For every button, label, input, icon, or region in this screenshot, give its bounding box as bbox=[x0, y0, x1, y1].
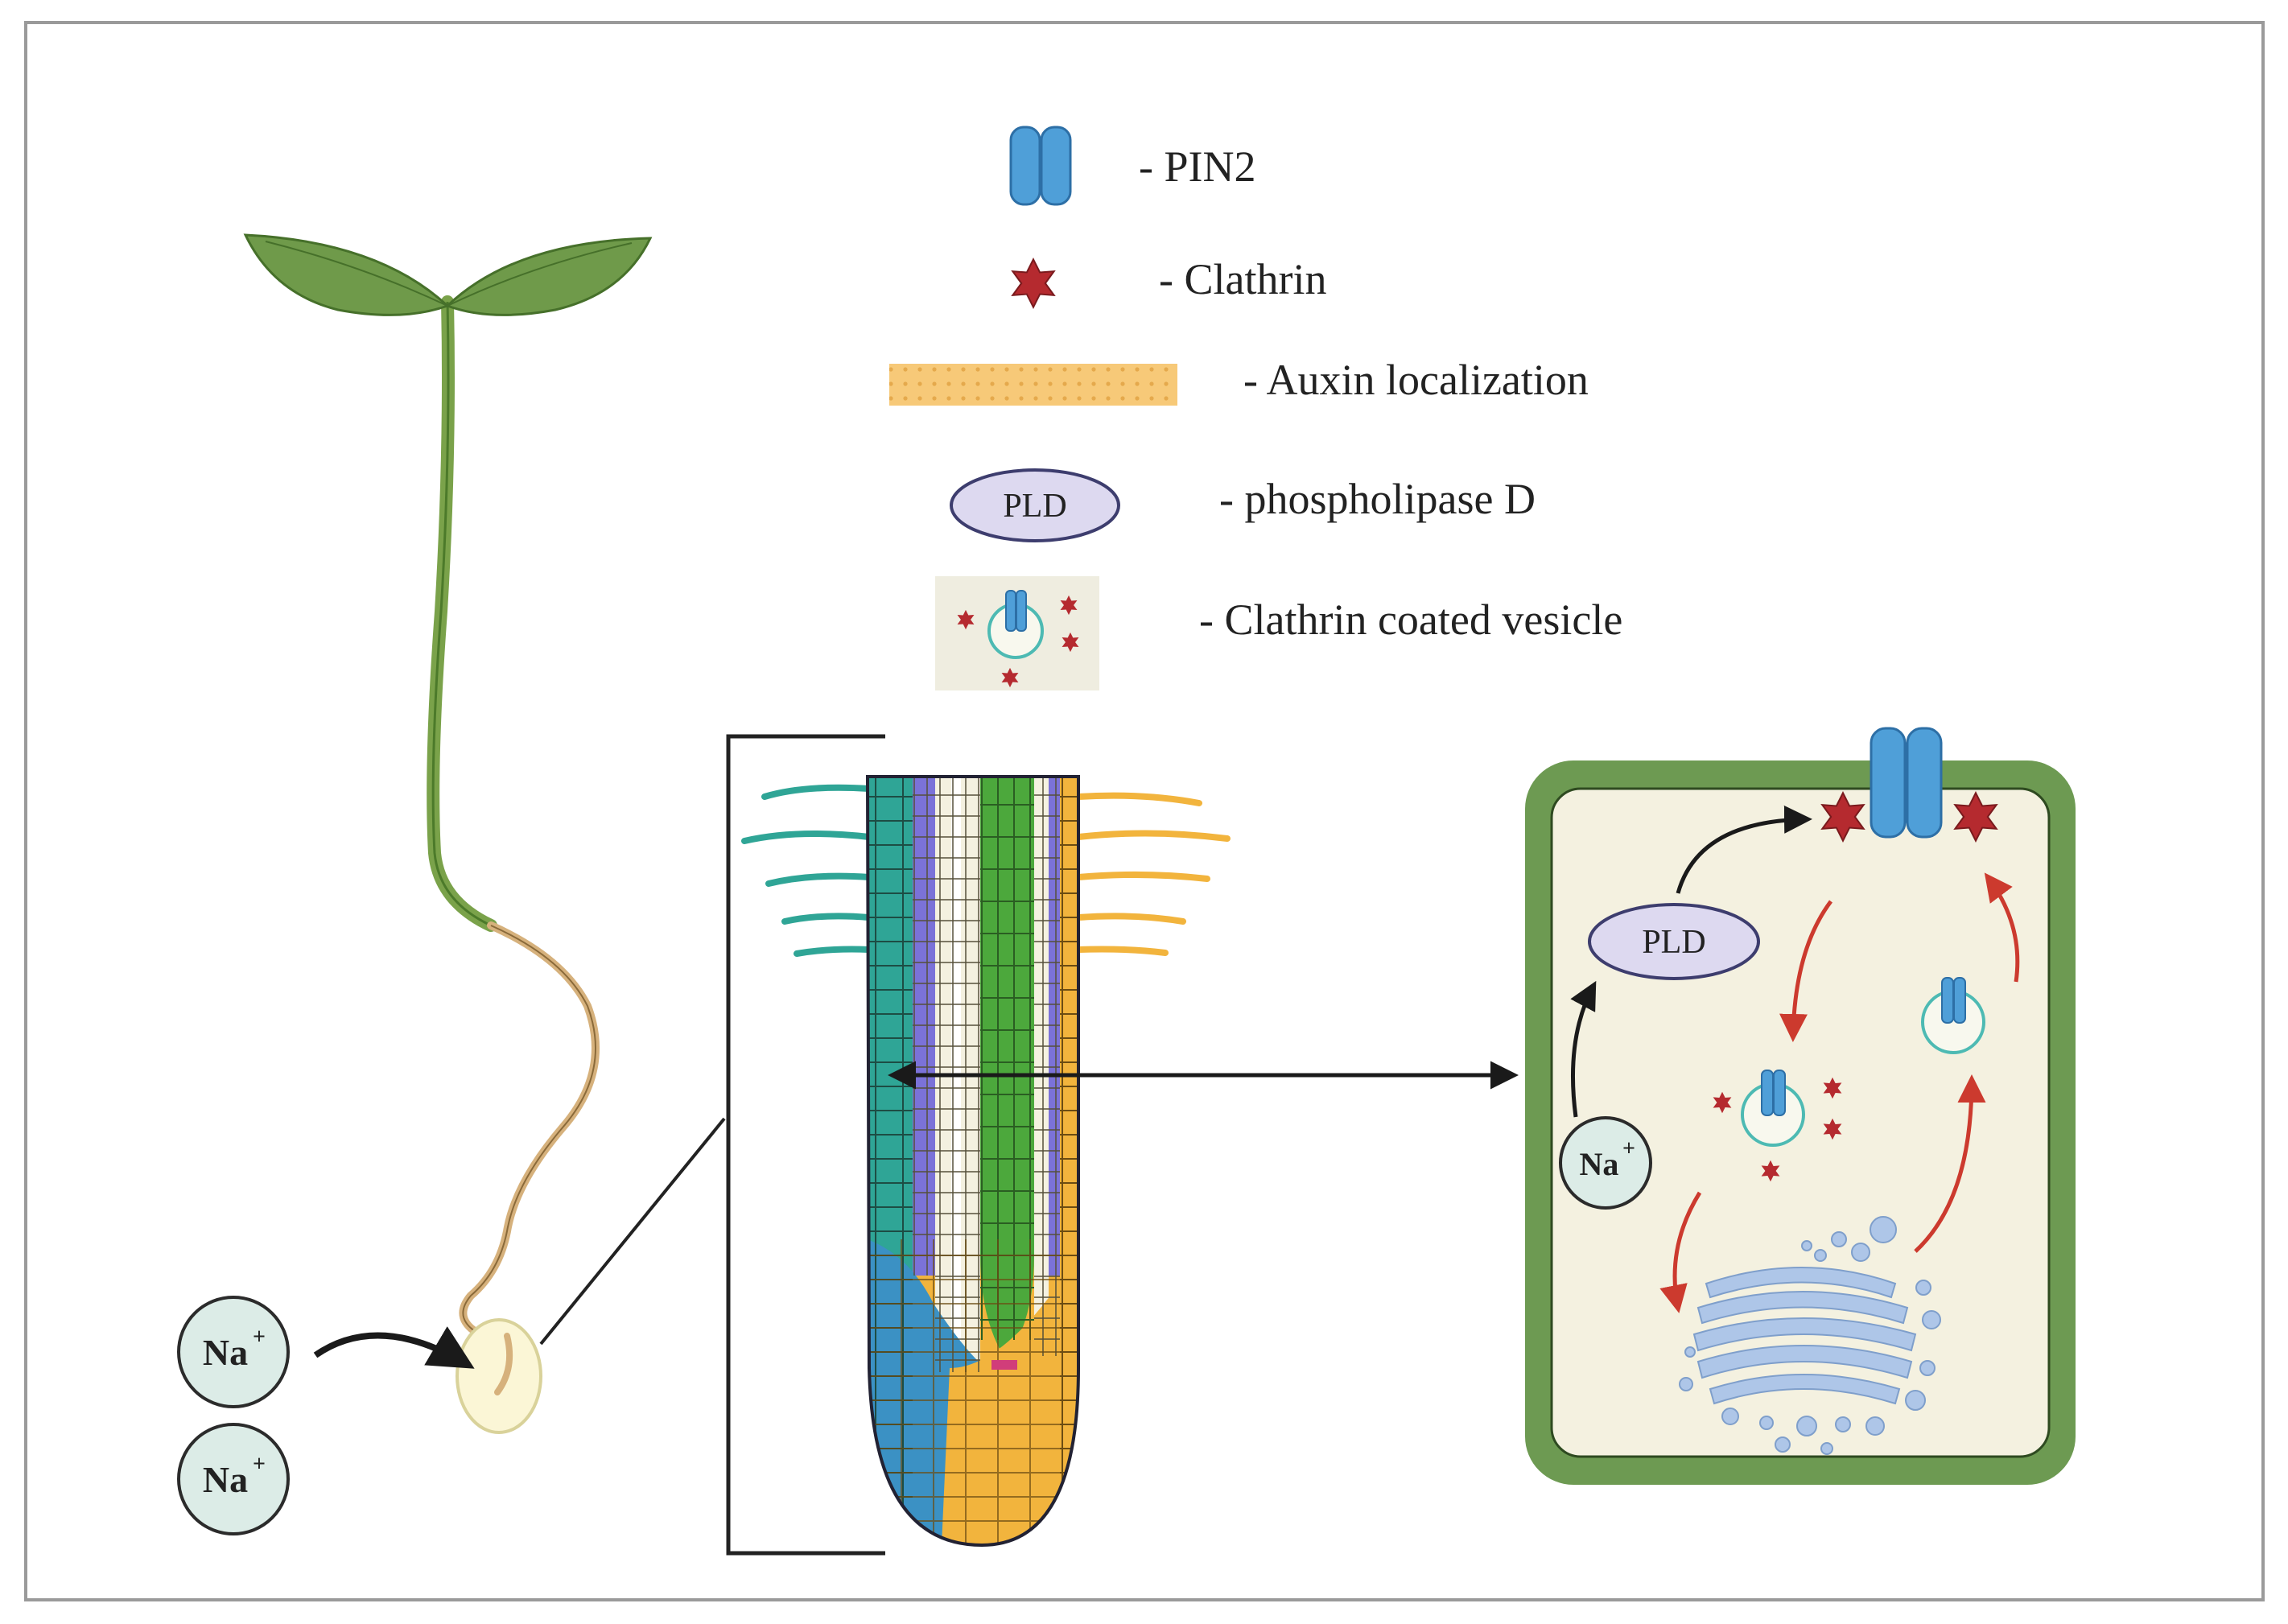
auxin-localization-icon bbox=[889, 364, 1177, 406]
na-ion-1: Na + bbox=[177, 1296, 290, 1408]
na-to-pld-arrow bbox=[1570, 980, 1597, 1118]
root-tip-highlight bbox=[456, 1318, 542, 1434]
root-bracket bbox=[726, 734, 885, 1556]
quiescent-center bbox=[991, 1360, 1017, 1370]
cotyledon-left bbox=[243, 233, 450, 316]
na-ion-cell: Na + bbox=[1559, 1116, 1652, 1210]
legend-clathrin-label: - Clathrin bbox=[1159, 255, 1326, 303]
figure-frame bbox=[24, 21, 2265, 1601]
cotyledon-right bbox=[445, 237, 653, 316]
legend: - PIN2 - Clathrin - Auxin localization P… bbox=[889, 126, 1622, 690]
pld-cell bbox=[1588, 903, 1760, 980]
legend-pld-label: - phospholipase D bbox=[1219, 475, 1536, 523]
pld-cell-text: PLD bbox=[1642, 924, 1705, 961]
na-ion-2: Na + bbox=[177, 1423, 290, 1535]
pld-to-membrane-arrow bbox=[1676, 805, 1812, 894]
na-ion-2-symbol: Na bbox=[203, 1459, 248, 1500]
svg-text:Na: Na bbox=[1580, 1146, 1619, 1182]
legend-vesicle-label: - Clathrin coated vesicle bbox=[1199, 596, 1622, 644]
seedling bbox=[243, 233, 653, 1434]
na-ion-cell-charge: + bbox=[1622, 1136, 1635, 1161]
trafficking-arrows bbox=[1659, 872, 2020, 1313]
svg-text:Na: Na bbox=[203, 1459, 248, 1500]
root-tip-section bbox=[741, 775, 1231, 1548]
pin2-membrane bbox=[1870, 727, 1943, 839]
na-ion-cell-symbol: Na bbox=[1580, 1146, 1619, 1182]
clathrin-coated-vesicle-icon bbox=[935, 576, 1099, 690]
clathrin-icon bbox=[1012, 258, 1055, 308]
legend-pin2-label: - PIN2 bbox=[1139, 142, 1256, 191]
na-ion-1-charge: + bbox=[253, 1325, 266, 1350]
root-hairs bbox=[741, 784, 1231, 957]
zoom-line-top bbox=[539, 1117, 726, 1346]
na-to-root-arrow bbox=[313, 1326, 475, 1369]
legend-auxin-label: - Auxin localization bbox=[1243, 356, 1589, 404]
seedling-root bbox=[459, 921, 600, 1388]
pin2-icon bbox=[1009, 126, 1072, 206]
cell: PLD Na + bbox=[1525, 727, 2076, 1485]
clathrin-coated-vesicle-cell bbox=[1713, 1070, 1842, 1182]
na-ion-1-symbol: Na bbox=[203, 1332, 248, 1373]
recycling-vesicle bbox=[1921, 977, 1985, 1054]
pld-legend-text: PLD bbox=[1003, 488, 1066, 525]
golgi-apparatus bbox=[1679, 1216, 1941, 1455]
svg-text:Na: Na bbox=[203, 1332, 248, 1373]
pld-legend-icon bbox=[950, 468, 1120, 542]
na-ion-2-charge: + bbox=[253, 1452, 266, 1477]
